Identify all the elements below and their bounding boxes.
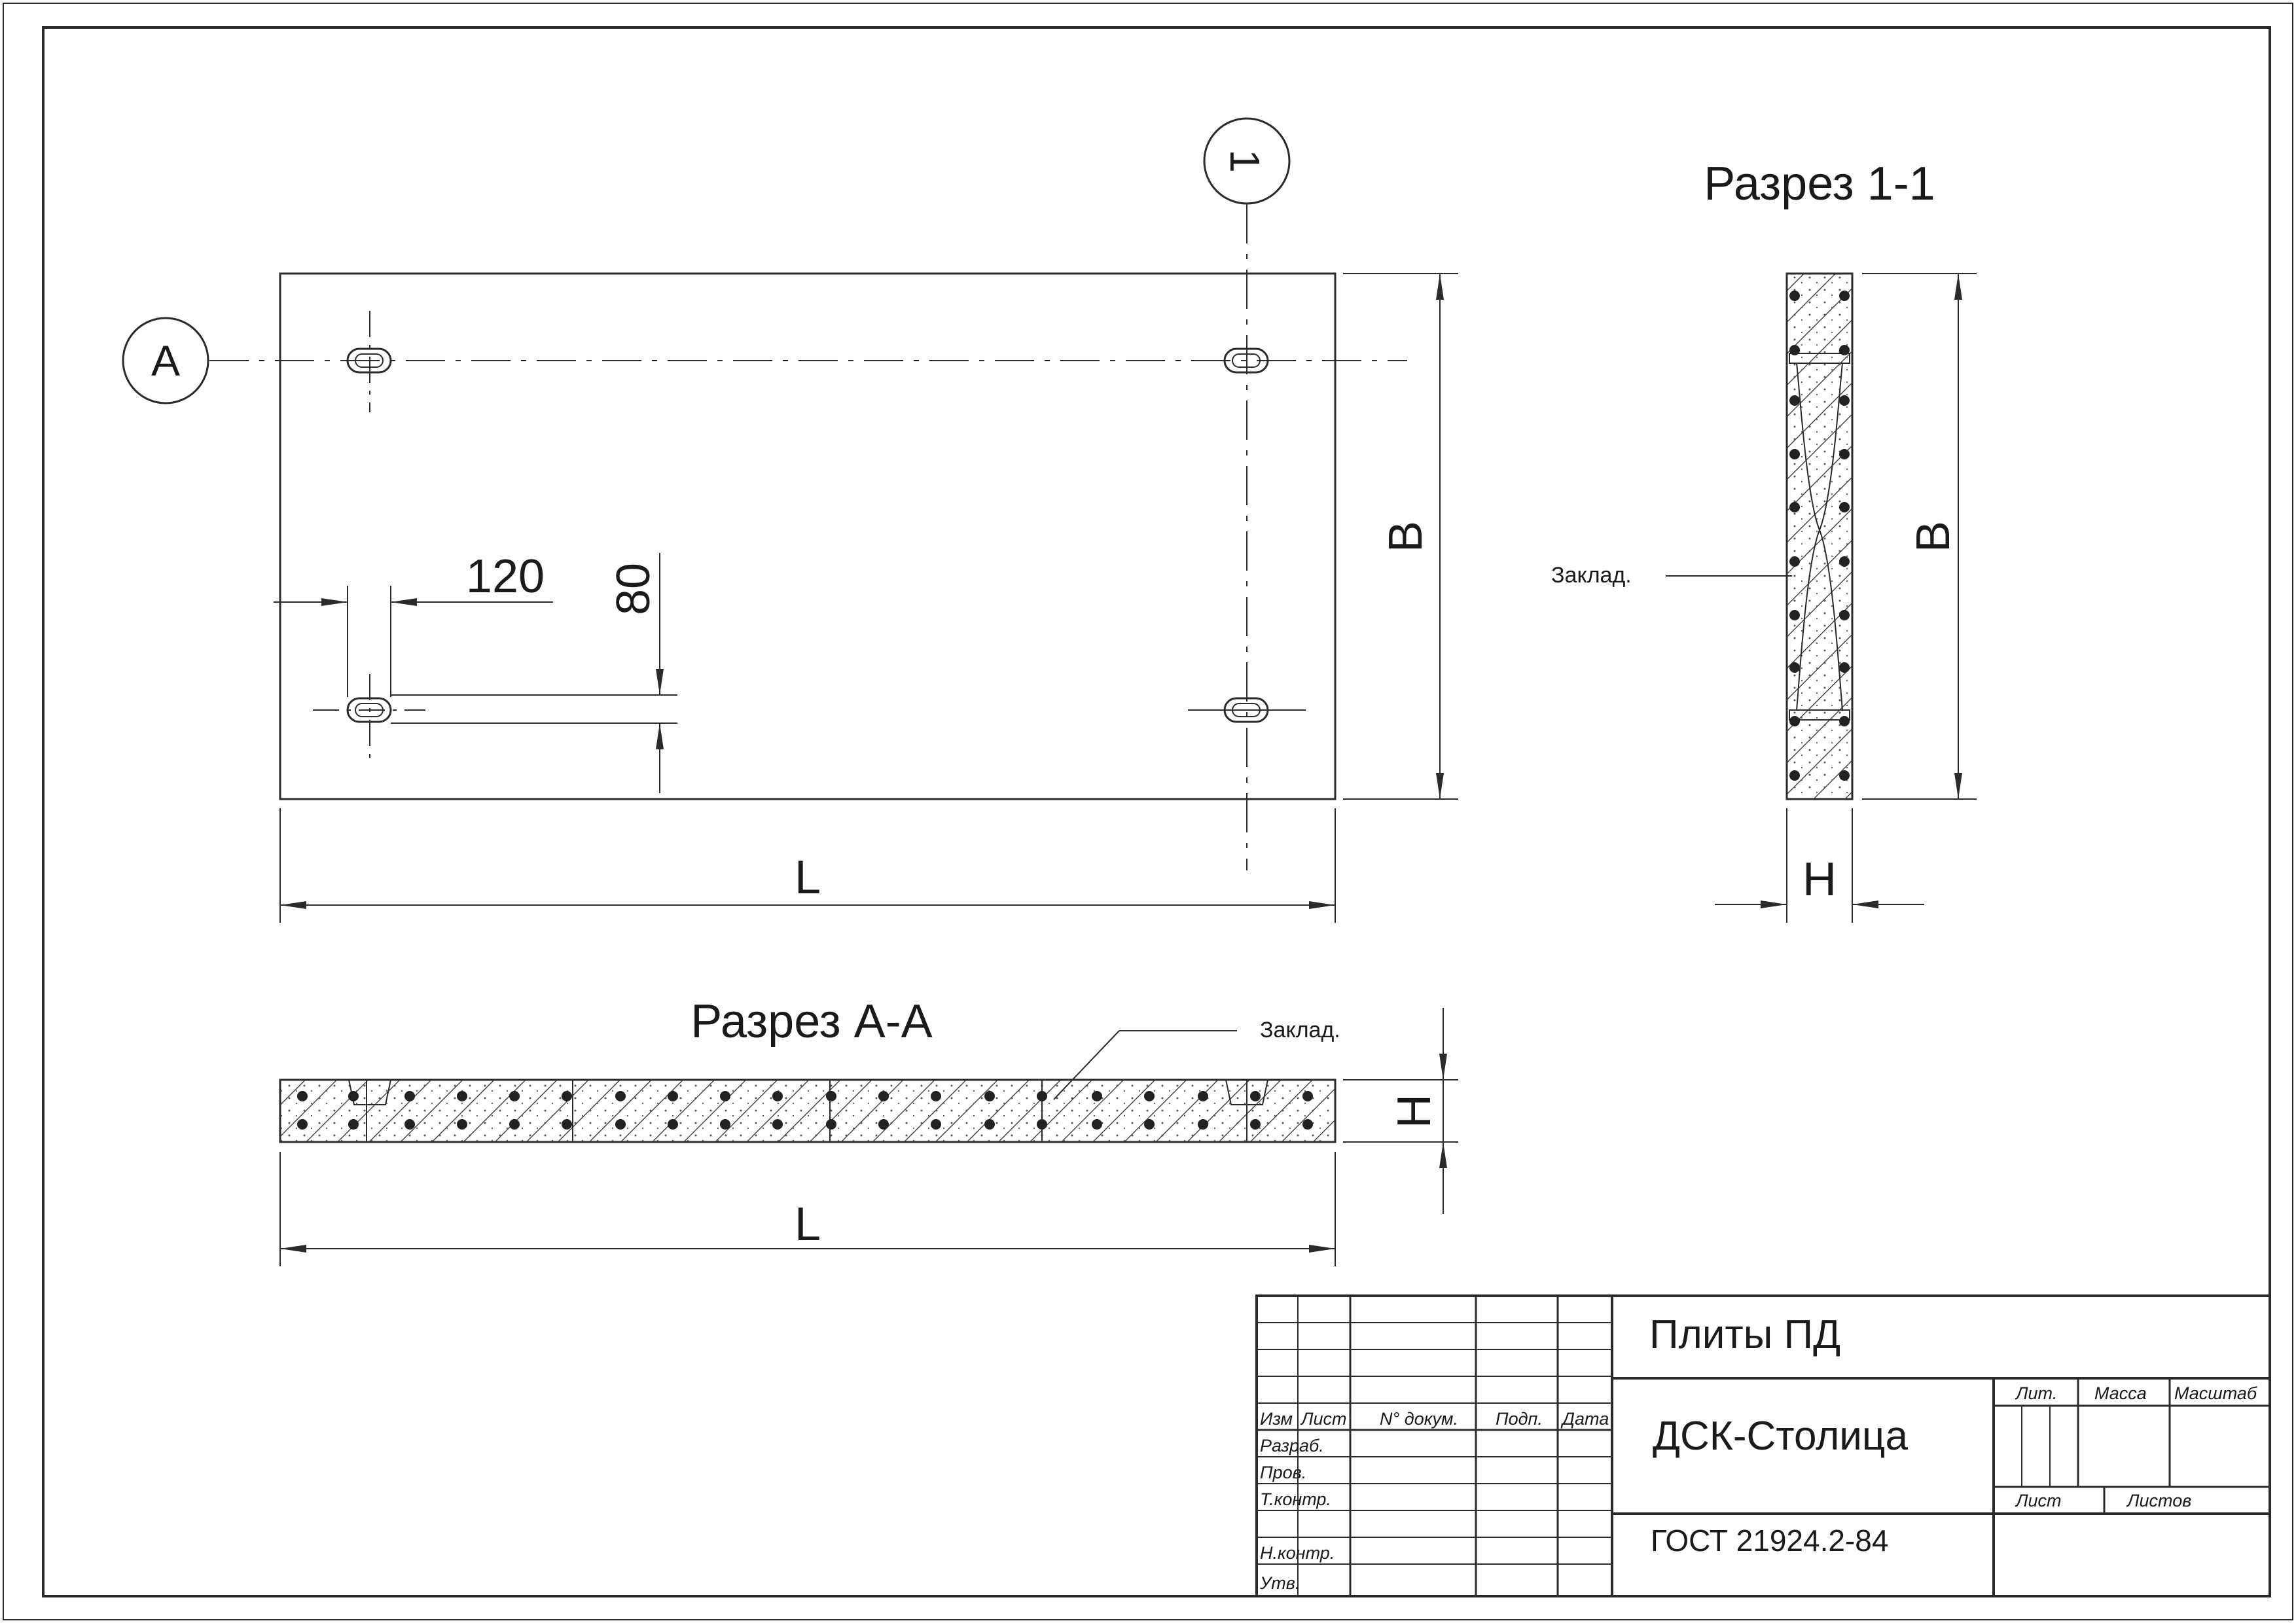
- section-1-1-rebars: [1789, 291, 1850, 781]
- label-list: Лист: [2015, 1491, 2062, 1510]
- col-izm: Изм: [1260, 1409, 1293, 1429]
- section-1-1-title: Разрез 1-1: [1704, 158, 1935, 210]
- rebar-dot: [826, 1091, 836, 1101]
- title-block: Плиты ПД ДСК-Столица ГОСТ 21924.2-84 Изм…: [1255, 1294, 2271, 1597]
- rebar-dot: [404, 1091, 415, 1101]
- lifting-loop-top-left: [346, 311, 392, 412]
- label-masshtab: Масштаб: [2174, 1383, 2257, 1403]
- rebar-dot: [1250, 1091, 1261, 1101]
- section-a-a-dim-h: H: [1388, 1094, 1441, 1128]
- rebar-dot: [1037, 1091, 1047, 1101]
- col-list: Лист: [1300, 1409, 1347, 1429]
- rebar-dot: [615, 1091, 626, 1101]
- dim-80-text: 80: [607, 563, 660, 615]
- rebar-dot: [562, 1119, 572, 1130]
- axis-a-bubble: [122, 317, 209, 404]
- rebar-dot: [348, 1119, 359, 1130]
- dimension-b: B: [1343, 273, 1458, 800]
- rebar-dot: [720, 1091, 730, 1101]
- rebar-dot: [826, 1119, 836, 1130]
- col-date: Дата: [1560, 1409, 1609, 1429]
- rebar-dot: [348, 1091, 359, 1101]
- section-1-1-dim-b: B: [1907, 521, 1960, 552]
- row-tkontr: Т.контр.: [1260, 1489, 1331, 1509]
- rebar-dot: [1198, 1091, 1208, 1101]
- section-1-1: Разрез 1-1 Заклад. B: [1551, 158, 1977, 923]
- rebar-dot: [1037, 1119, 1047, 1130]
- rebar-dot: [772, 1119, 783, 1130]
- section-a-a: Разрез А-А Заклад. H L: [279, 995, 1458, 1266]
- rebar-dot: [1302, 1119, 1313, 1130]
- rebar-dot: [668, 1119, 678, 1130]
- rebar-dot: [509, 1091, 520, 1101]
- plan-view: A 1 1: [122, 117, 1458, 923]
- dimension-l-plan: L: [279, 808, 1336, 923]
- lifting-loop-top-right: [1223, 348, 1269, 374]
- dim-120-text: 120: [466, 550, 545, 603]
- label-listov: Листов: [2126, 1491, 2191, 1510]
- dimension-120: 120: [274, 550, 553, 697]
- rebar-dot: [1302, 1091, 1313, 1101]
- section-a-a-dim-l: L: [795, 1198, 821, 1251]
- row-prov: Пров.: [1260, 1463, 1306, 1482]
- rebar-dot: [772, 1091, 783, 1101]
- rebar-dot: [984, 1091, 995, 1101]
- rebar-dot: [404, 1119, 415, 1130]
- rebar-dot: [1092, 1091, 1102, 1101]
- section-1-1-insert-label: Заклад.: [1551, 563, 1632, 588]
- rebar-dot: [457, 1091, 467, 1101]
- section-a-a-rebars: [297, 1091, 1313, 1130]
- section-a-a-outline: [279, 1079, 1336, 1143]
- rebar-dot: [457, 1119, 467, 1130]
- lifting-loop-bottom-left: [313, 674, 425, 759]
- lifting-loop-bottom-right: [1188, 697, 1306, 723]
- axis-1-label: 1: [1221, 149, 1268, 173]
- rebar-dot: [509, 1119, 520, 1130]
- rebar-dot: [931, 1091, 941, 1101]
- col-doc: N° докум.: [1380, 1409, 1458, 1429]
- title-block-standard: ГОСТ 21924.2-84: [1651, 1524, 1888, 1558]
- rebar-dot: [1250, 1119, 1261, 1130]
- rebar-dot: [931, 1119, 941, 1130]
- dim-l-plan-text: L: [795, 851, 821, 904]
- drawing-frame: [42, 26, 2271, 1597]
- slab-outline: [279, 272, 1336, 800]
- rebar-dot: [720, 1119, 730, 1130]
- row-utv: Утв.: [1259, 1573, 1300, 1593]
- title-block-product: Плиты ПД: [1649, 1312, 1840, 1357]
- rebar-dot: [1144, 1091, 1155, 1101]
- rebar-dot: [1092, 1119, 1102, 1130]
- rebar-dot: [297, 1119, 308, 1130]
- label-lit: Лит.: [2015, 1383, 2057, 1403]
- rebar-dot: [615, 1119, 626, 1130]
- section-1-1-outline: [1785, 272, 1854, 800]
- section-1-1-dim-h: H: [1803, 853, 1837, 906]
- title-block-company: ДСК-Столица: [1653, 1414, 1908, 1459]
- dim-b-text: B: [1380, 521, 1432, 552]
- rebar-dot: [297, 1091, 308, 1101]
- axis-1-bubble: [1203, 117, 1291, 205]
- col-sign: Подп.: [1496, 1409, 1543, 1429]
- rebar-dot: [1198, 1119, 1208, 1130]
- rebar-dot: [878, 1119, 889, 1130]
- axis-a-label: A: [151, 336, 180, 385]
- rebar-dot: [1144, 1119, 1155, 1130]
- label-massa: Масса: [2094, 1383, 2147, 1403]
- row-nkontr: Н.контр.: [1260, 1543, 1335, 1563]
- dimension-80: 80: [391, 553, 677, 793]
- section-a-a-insert-label: Заклад.: [1260, 1018, 1340, 1043]
- rebar-dot: [668, 1091, 678, 1101]
- section-a-a-title: Разрез А-А: [691, 995, 932, 1048]
- rebar-dot: [878, 1091, 889, 1101]
- row-razrab: Разраб.: [1260, 1436, 1324, 1455]
- outer-border: [3, 3, 2293, 1620]
- rebar-dot: [984, 1119, 995, 1130]
- rebar-dot: [562, 1091, 572, 1101]
